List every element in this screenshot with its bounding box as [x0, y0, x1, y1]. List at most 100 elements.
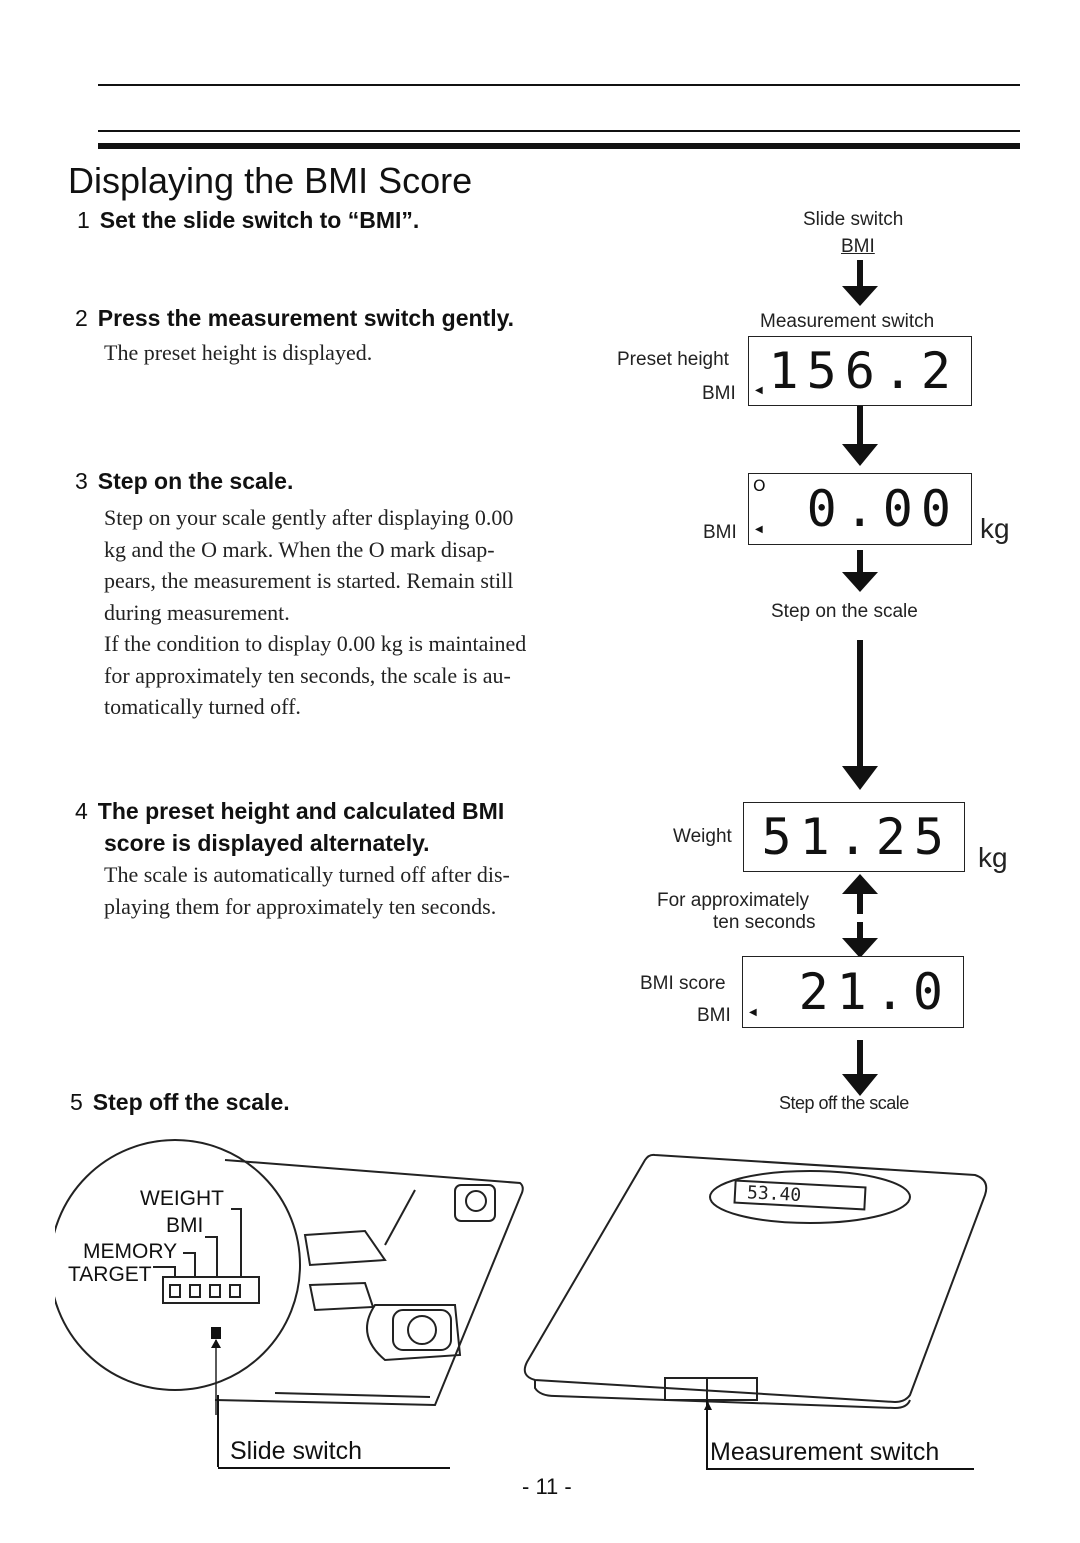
arrow-shaft: [857, 400, 863, 446]
step-3-body: Step on your scale gently after displayi…: [104, 502, 526, 723]
step-5-title: Step off the scale.: [92, 1089, 290, 1115]
switch-label-target: TARGET: [68, 1263, 152, 1286]
switch-label-memory: MEMORY: [83, 1240, 178, 1263]
foot-pad: [366, 1304, 462, 1362]
scale-closeup-illustration: [55, 1139, 524, 1415]
slide-switch-leader: [217, 1395, 219, 1467]
step-2-body: The preset height is displayed.: [104, 340, 373, 365]
arrow-shaft: [857, 1040, 863, 1076]
step-4-title-line1: The preset height and calculated BMI: [97, 798, 505, 824]
measurement-switch-leader: [706, 1400, 708, 1468]
kg-unit-1: kg: [980, 513, 1010, 544]
step-3-line: for approximately ten seconds, the scale…: [104, 662, 511, 688]
step-4-title-line2: score is displayed alternately.: [104, 830, 430, 856]
top-rule-thick: [98, 143, 1020, 149]
arrow-shaft: [857, 640, 863, 768]
slide-switch-label: Slide switch: [803, 209, 904, 230]
measurement-switch-label: Measurement switch: [760, 311, 935, 332]
step-3-line: kg and the O mark. When the O mark disap…: [104, 536, 495, 562]
magnifier-circle: [55, 1139, 301, 1391]
step-3-title: Step on the scale.: [97, 468, 294, 494]
step-3-line: If the condition to display 0.00 kg is m…: [104, 631, 527, 656]
switch-marker: [211, 1327, 221, 1339]
weight-label: Weight: [673, 826, 732, 847]
step-1: 1 Set the slide switch to “BMI”.: [77, 207, 419, 234]
scale-display: [733, 1179, 867, 1211]
arrow-head: [842, 286, 878, 306]
bmi-indicator-icon: ◀: [755, 385, 763, 396]
arrow-head: [842, 1074, 878, 1096]
slide-switch-caption: Slide switch: [230, 1437, 362, 1465]
step-3: 3 Step on the scale.: [75, 468, 293, 495]
kg-unit-2: kg: [978, 842, 1008, 873]
step-5-number: 5: [70, 1089, 83, 1115]
step-1-title: Set the slide switch to “BMI”.: [99, 207, 420, 233]
switch-label-bmi: BMI: [166, 1214, 204, 1237]
bmi-score-label: BMI score: [640, 973, 726, 994]
measurement-switch-caption: Measurement switch: [710, 1438, 940, 1466]
top-rule-double-thin: [98, 130, 1020, 132]
display-window: [709, 1170, 911, 1224]
arrow-shaft: [857, 550, 863, 574]
lcd-display-weight: 51.25: [743, 802, 965, 872]
arrow-head: [842, 572, 878, 592]
step-4-number: 4: [75, 798, 88, 824]
alternate-label-line1: For approximately: [657, 890, 810, 911]
scale-display-value: 53.40: [746, 1182, 801, 1206]
lcd-height-value: 156.2: [768, 342, 959, 400]
arrow-shaft: [857, 922, 863, 940]
lcd-display-zero: O ◀ 0.00: [748, 473, 972, 545]
step-3-line: during measurement.: [104, 599, 290, 625]
scale-top-outline: [523, 1153, 988, 1404]
bmi-label-3: BMI: [697, 1005, 731, 1026]
button-outline: [454, 1184, 496, 1222]
slide-switch-bmi-label: BMI: [841, 236, 875, 257]
step-4-body: The scale is automatically turned off af…: [104, 859, 510, 922]
bmi-indicator-icon: ◀: [749, 1007, 757, 1018]
slide-switch-underline: [218, 1467, 450, 1469]
arrow-head: [842, 938, 878, 958]
arrow-head-up: [842, 874, 878, 894]
bmi-label-1: BMI: [702, 383, 736, 404]
lcd-weight-value: 51.25: [761, 808, 952, 866]
arrow-shaft: [857, 892, 863, 914]
arrow-shaft: [857, 260, 863, 288]
scale-body-outline: [214, 1159, 524, 1407]
top-rule-thin: [98, 84, 1020, 86]
ready-circle-mark: O: [753, 476, 766, 495]
step-3-line: pears, the measurement is started. Remai…: [104, 568, 514, 593]
measurement-switch-underline: [706, 1468, 974, 1470]
step-on-label: Step on the scale: [771, 601, 918, 622]
lcd-display-bmi: ◀ 21.0: [742, 956, 964, 1028]
button-circle: [465, 1190, 487, 1212]
full-scale-illustration: 53.40: [523, 1153, 988, 1410]
switch-label-weight: WEIGHT: [140, 1187, 224, 1210]
lcd-zero-value: 0.00: [806, 480, 959, 538]
measurement-switch-button: [664, 1377, 758, 1401]
step-2-title: Press the measurement switch gently.: [97, 305, 515, 331]
step-1-number: 1: [77, 207, 90, 233]
step-2-number: 2: [75, 305, 88, 331]
step-4-line: The scale is automatically turned off af…: [104, 862, 510, 887]
lcd-bmi-value: 21.0: [798, 963, 951, 1021]
arrow-head: [842, 444, 878, 466]
bmi-indicator-icon: ◀: [755, 524, 763, 535]
page-title: Displaying the BMI Score: [68, 160, 473, 201]
step-off-label: Step off the scale: [779, 1093, 909, 1113]
lcd-display-height: ◀ 156.2: [748, 336, 972, 406]
step-3-line: Step on your scale gently after displayi…: [104, 505, 514, 530]
alternate-label-line2: ten seconds: [713, 912, 816, 933]
page-number: - 11 -: [522, 1474, 572, 1499]
preset-height-label: Preset height: [617, 349, 729, 370]
flow-arrows: [842, 260, 878, 1096]
slide-switch-box: [162, 1276, 260, 1304]
step-3-line: tomatically turned off.: [104, 694, 301, 719]
step-4: 4 The preset height and calculated BMI sc…: [75, 795, 504, 859]
step-4-line: playing them for approximately ten secon…: [104, 893, 497, 919]
step-3-number: 3: [75, 468, 88, 494]
step-2: 2 Press the measurement switch gently.: [75, 305, 514, 332]
step-5: 5 Step off the scale.: [70, 1089, 290, 1116]
bmi-label-2: BMI: [703, 522, 737, 543]
arrow-head: [842, 766, 878, 790]
display-recess: [303, 1229, 387, 1267]
